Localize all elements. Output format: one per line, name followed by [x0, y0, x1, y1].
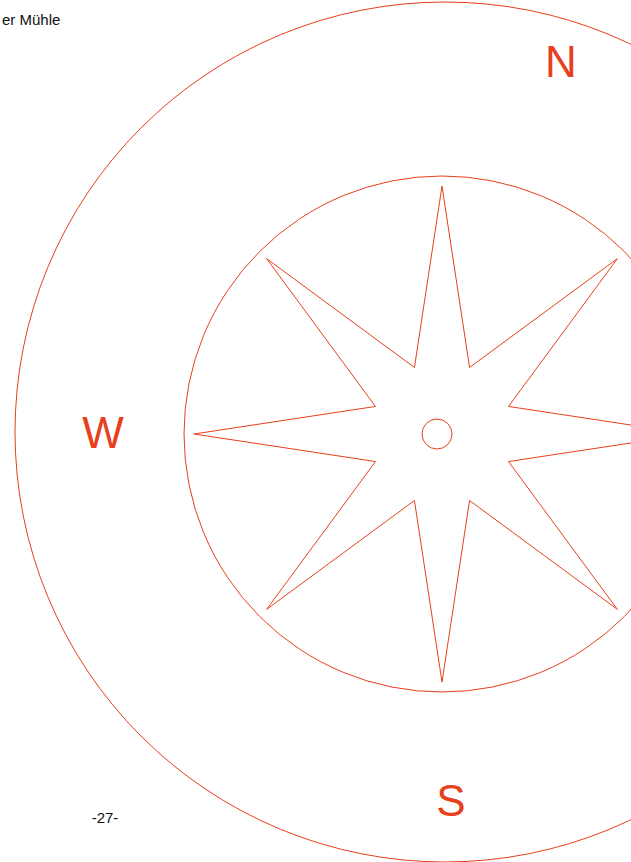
outer-ring: [15, 2, 631, 862]
center-circle: [422, 419, 452, 449]
compass-letter: S: [436, 779, 465, 823]
page-number: -27-: [92, 810, 119, 825]
compass-letter: W: [82, 411, 124, 455]
inner-ring: [184, 176, 631, 692]
compass-letter: N: [545, 40, 577, 84]
page-header: er Mühle: [2, 12, 60, 27]
star-outline: [194, 186, 631, 682]
